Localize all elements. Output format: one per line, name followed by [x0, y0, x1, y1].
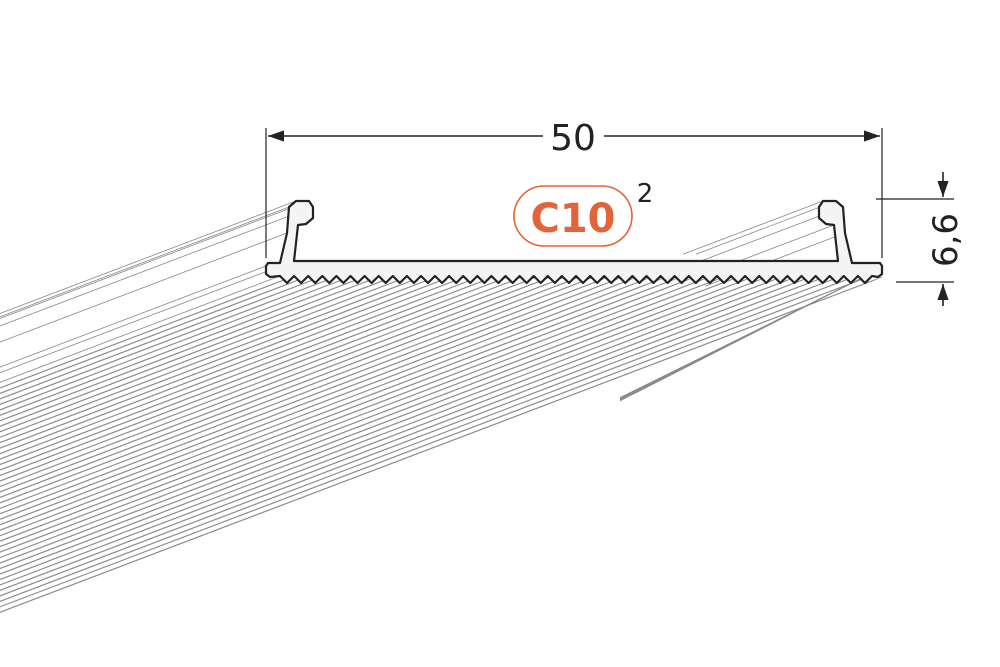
extrusion-line	[0, 200, 297, 314]
extrusion-line	[0, 279, 559, 493]
extrusion-line	[0, 279, 616, 515]
profile-code-superscript: 2	[637, 179, 654, 209]
profile-code-badge: C10 2	[513, 179, 654, 247]
width-label: 50	[550, 118, 596, 159]
height-label: 6,6	[926, 213, 966, 267]
extrusion-line	[0, 279, 328, 405]
extrusion-line	[0, 276, 580, 498]
extrusion-line	[0, 276, 652, 526]
extrusion-line	[0, 279, 717, 553]
extrusion-line	[0, 279, 501, 471]
extrusion-line	[0, 276, 681, 537]
extrusion-line	[0, 279, 299, 395]
extrusion-line	[0, 279, 386, 427]
extrusion-line	[0, 279, 530, 482]
extrusion-line	[0, 276, 739, 558]
extrusion-line	[0, 279, 847, 602]
extrusion-line	[0, 279, 789, 581]
extrusion-line	[619, 278, 862, 402]
extrusion-line	[0, 279, 415, 438]
extrusion-line	[0, 279, 818, 592]
extrusion-line	[0, 279, 429, 444]
extrusion-line	[0, 276, 667, 531]
extrusion-line	[0, 279, 674, 537]
extrusion-line	[0, 279, 544, 488]
extrusion-line	[0, 276, 537, 482]
extrusion-line	[0, 276, 422, 438]
extrusion-line	[0, 279, 703, 548]
extrusion-line	[0, 279, 875, 613]
extrusion-line	[0, 276, 623, 515]
extrusion-line	[0, 276, 825, 591]
extrusion-line	[0, 279, 487, 466]
extrusion-line	[0, 206, 290, 318]
extrusion-line	[0, 265, 267, 368]
extrusion-line	[0, 279, 285, 389]
extrusion-line	[0, 279, 458, 455]
extrusion-line	[0, 276, 451, 449]
extrusion-line	[0, 276, 609, 509]
width-dimension: 50	[265, 118, 883, 258]
extrusion-line	[0, 276, 292, 389]
extrusion-line	[0, 279, 861, 608]
profile-cross-section	[264, 199, 884, 285]
extrusion-line	[0, 276, 494, 465]
extrusion-line	[0, 279, 645, 526]
extrusion-line	[0, 279, 631, 520]
extrusion-line	[0, 279, 760, 570]
extrusion-line	[0, 279, 775, 575]
extrusion-line	[0, 279, 731, 559]
extrusion-line	[0, 276, 710, 547]
extrusion-line	[0, 276, 854, 602]
code-badge-frame	[513, 185, 633, 247]
extrusion-line	[0, 276, 695, 542]
extrusion-lines	[0, 200, 883, 613]
extrusion-line	[0, 279, 832, 597]
extrusion-line	[0, 279, 688, 542]
extrusion-line	[0, 276, 724, 553]
extrusion-line	[0, 279, 515, 477]
extrusion-line	[0, 279, 343, 411]
extrusion-line	[0, 276, 278, 383]
extrusion-line	[0, 279, 803, 586]
extrusion-line	[0, 279, 746, 564]
extrusion-line	[0, 279, 357, 416]
extrusion-line	[0, 279, 472, 460]
extrusion-line	[0, 200, 310, 319]
extrusion-line	[0, 279, 587, 504]
extrusion-line	[0, 276, 782, 575]
extrusion-line	[0, 279, 314, 400]
extrusion-line	[0, 276, 811, 586]
extrusion-line	[0, 279, 400, 433]
extrusion-line	[0, 232, 288, 343]
height-dimension: 6,6	[876, 172, 966, 306]
extrusion-line	[0, 206, 314, 327]
extrusion-line	[0, 279, 659, 531]
extrusion-line	[0, 276, 350, 411]
profile-code: C10	[530, 196, 615, 242]
extrusion-line	[0, 260, 295, 374]
extrusion-line	[0, 279, 573, 498]
extrusion-line	[0, 279, 602, 509]
extrusion-line	[0, 276, 868, 608]
extrusion-line	[682, 200, 824, 255]
extrusion-line	[0, 276, 307, 394]
extrusion-line	[0, 279, 443, 449]
extrusion-line	[0, 279, 371, 422]
extrusion-line	[695, 200, 837, 255]
